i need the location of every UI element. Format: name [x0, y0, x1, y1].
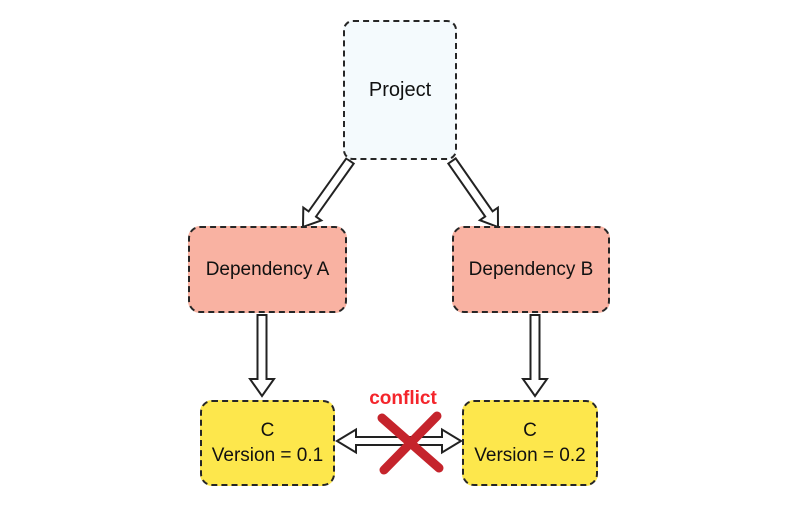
- node-c-version-0-2: C Version = 0.2: [462, 400, 598, 486]
- node-c2-label: C: [523, 420, 537, 441]
- double-arrow-c1-c2: [335, 427, 463, 455]
- node-c2-version-label: Version = 0.2: [474, 445, 586, 466]
- node-project-label: Project: [368, 78, 432, 101]
- conflict-x-icon: [377, 411, 444, 475]
- arrow-project-to-dependency-a: [301, 157, 356, 229]
- node-c-version-0-1: C Version = 0.1: [200, 400, 335, 486]
- node-dependency-a-label: Dependency A: [205, 259, 330, 280]
- node-dependency-a: Dependency A: [188, 226, 347, 313]
- arrow-dependency-b-to-c2: [521, 314, 549, 398]
- arrow-dependency-a-to-c1: [248, 314, 276, 398]
- conflict-label: conflict: [369, 388, 437, 409]
- node-c1-label: C: [260, 420, 275, 441]
- node-dependency-b: Dependency B: [452, 226, 610, 313]
- node-dependency-b-label: Dependency B: [468, 259, 594, 280]
- node-c1-version-label: Version = 0.1: [211, 445, 324, 466]
- arrow-project-to-dependency-b: [446, 157, 500, 229]
- node-project: Project: [343, 20, 457, 160]
